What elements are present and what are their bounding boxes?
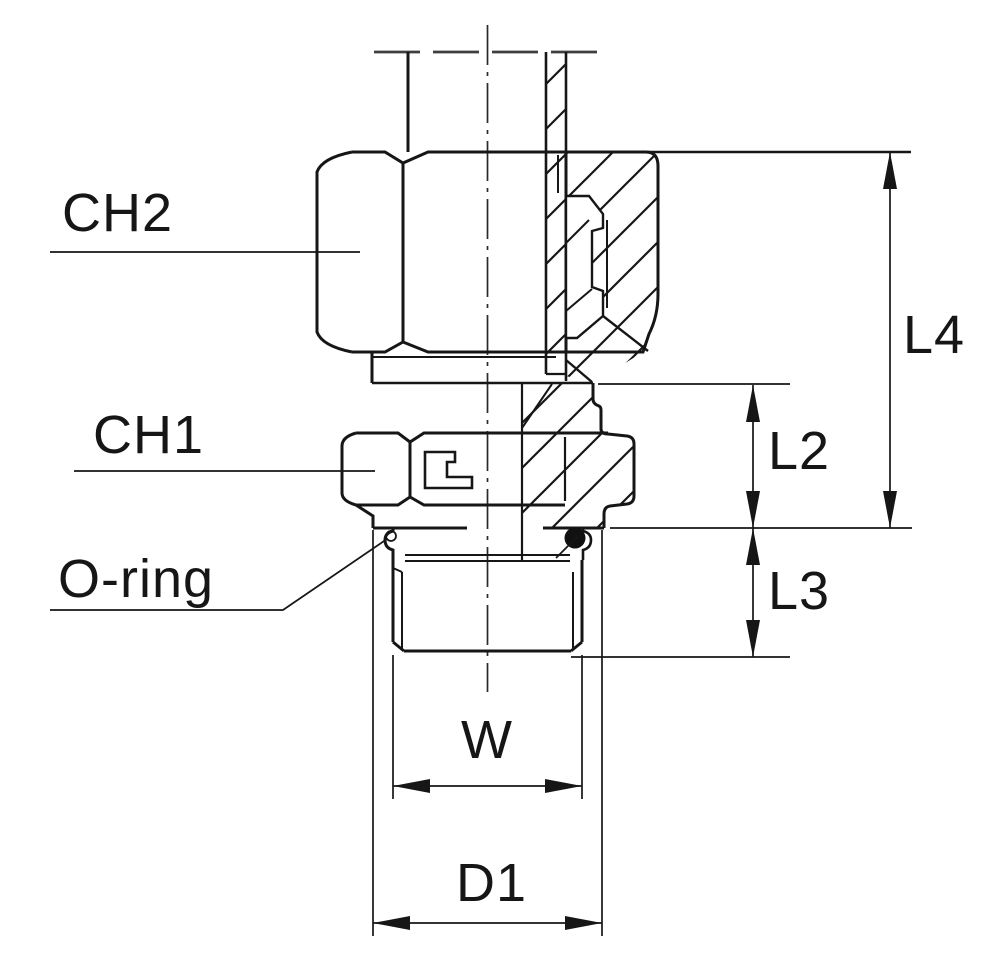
manufacturer-logo bbox=[423, 450, 474, 490]
arrow-w-right bbox=[545, 779, 582, 793]
leader-oring-target-circle bbox=[385, 530, 397, 542]
nut-section bbox=[557, 150, 660, 354]
part-labels: CH2 CH1 O-ring bbox=[50, 183, 397, 611]
arrow-d1-left bbox=[373, 916, 410, 930]
stud-end bbox=[373, 526, 604, 653]
nut-bottom-cone-line bbox=[602, 315, 649, 352]
arrow-l2-bottom bbox=[746, 491, 760, 528]
label-ch1-text: CH1 bbox=[93, 405, 204, 465]
body-cross-section-hatch bbox=[522, 383, 634, 528]
leader-oring bbox=[50, 538, 388, 611]
dimension-l3: L3 bbox=[746, 528, 830, 657]
dimension-l4: L4 bbox=[883, 152, 965, 528]
arrow-w-left bbox=[393, 779, 430, 793]
arrow-l4-bottom bbox=[883, 491, 897, 528]
bore-cone-line bbox=[521, 383, 553, 429]
seat-cone-line bbox=[565, 359, 593, 383]
label-ch2: CH2 bbox=[50, 183, 360, 253]
arrow-l4-top bbox=[883, 152, 897, 189]
label-ch2-text: CH2 bbox=[62, 183, 173, 243]
body-right-profile bbox=[591, 383, 636, 528]
ch1-left-silhouette bbox=[340, 431, 357, 507]
tube-wall-hatch bbox=[546, 53, 566, 374]
oring-groove-right-profile bbox=[581, 528, 593, 560]
dimension-l2: L2 bbox=[746, 385, 830, 528]
arrow-l2-top bbox=[746, 385, 760, 422]
dimension-w: W bbox=[393, 710, 582, 793]
arrow-l3-top bbox=[746, 528, 760, 565]
thread-chamfer-left bbox=[392, 640, 405, 653]
dim-label-d1: D1 bbox=[456, 853, 527, 913]
ferrule-edge-upper bbox=[565, 219, 590, 244]
body bbox=[372, 352, 643, 560]
arrow-d1-right bbox=[565, 916, 602, 930]
ferrule-edge-lower bbox=[565, 288, 593, 312]
thread-chamfer-right bbox=[570, 640, 583, 653]
dimension-d1: D1 bbox=[373, 853, 602, 930]
arrow-l3-bottom bbox=[746, 620, 760, 657]
label-oring-text: O-ring bbox=[58, 549, 214, 609]
centerlines bbox=[374, 25, 598, 692]
dim-label-l2: L2 bbox=[768, 421, 830, 481]
dim-label-l4: L4 bbox=[903, 305, 965, 365]
dim-label-l3: L3 bbox=[768, 561, 830, 621]
extension-lines bbox=[372, 383, 912, 936]
label-oring: O-ring bbox=[50, 530, 397, 611]
ch1-to-land-step bbox=[355, 503, 375, 528]
ch1-hex bbox=[340, 431, 608, 528]
label-ch1: CH1 bbox=[74, 405, 375, 472]
dimensions: L4 L2 L3 W D1 bbox=[373, 152, 965, 930]
dim-label-w: W bbox=[461, 710, 513, 770]
